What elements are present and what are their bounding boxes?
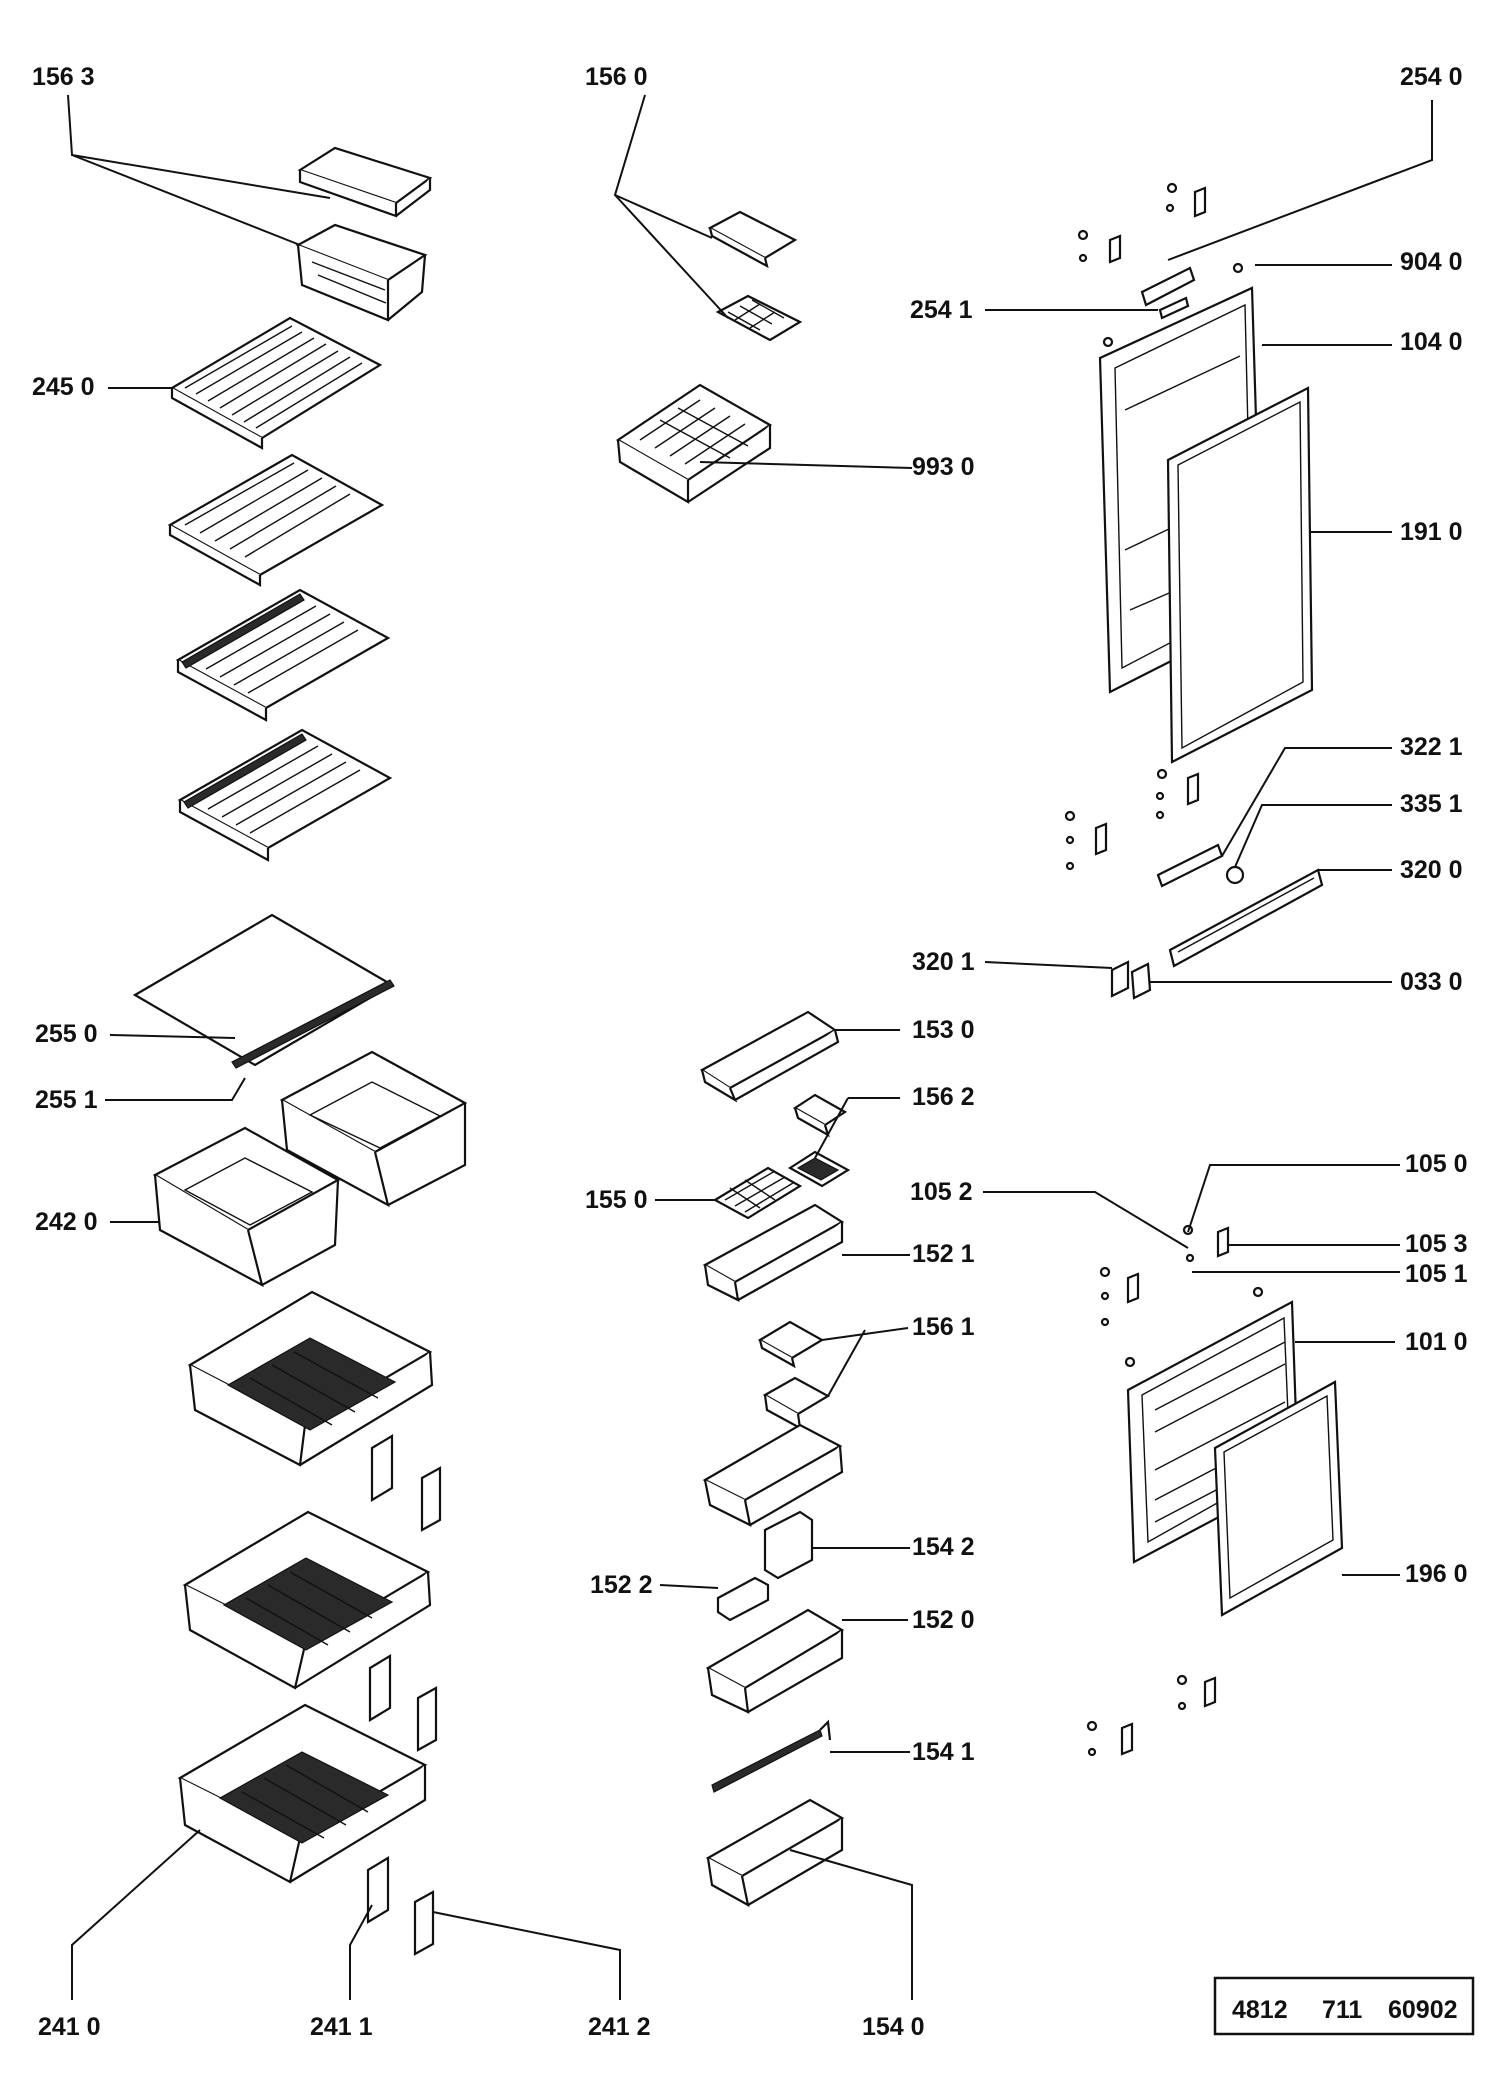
part-labels: 156 3 156 0 254 0 904 0 254 1 104 0 245 … <box>32 63 1468 2041</box>
part-242-0-crisper-bins <box>152 1050 468 1288</box>
part-number-suffix: 60902 <box>1388 1996 1458 2024</box>
label-241-0: 241 0 <box>38 2013 101 2041</box>
door-bins-column <box>702 1423 845 1908</box>
label-105-0: 105 0 <box>1405 1150 1468 1178</box>
label-242-0: 242 0 <box>35 1208 98 1236</box>
middle-hinge-assembly <box>1110 843 1324 1000</box>
part-153-0-door-shelf <box>699 1010 840 1103</box>
part-191-0-upper-door-gasket <box>1166 386 1314 764</box>
label-033-0: 033 0 <box>1400 968 1463 996</box>
label-191-0: 191 0 <box>1400 518 1463 546</box>
label-335-1: 335 1 <box>1400 790 1463 818</box>
part-number-box: 4812 711 60902 <box>1213 1976 1475 2036</box>
label-254-0: 254 0 <box>1400 63 1463 91</box>
part-156-0-egg-tray <box>707 210 803 342</box>
part-152-1-door-bin <box>702 1203 845 1302</box>
label-245-0: 245 0 <box>32 373 95 401</box>
part-156-1-cheese-box <box>757 1320 831 1431</box>
freezer-drawer-3 <box>177 1703 428 1884</box>
label-101-0: 101 0 <box>1405 1328 1468 1356</box>
label-152-0: 152 0 <box>912 1606 975 1634</box>
label-320-0: 320 0 <box>1400 856 1463 884</box>
part-156-2-butter-box <box>787 1093 851 1188</box>
lower-hinge-screws <box>1086 1224 1230 1757</box>
part-number-prefix: 4812 <box>1232 1996 1288 2024</box>
part-155-0-egg-rack <box>712 1166 803 1220</box>
part-number-middle: 711 <box>1322 1996 1362 2024</box>
label-155-0: 155 0 <box>585 1186 648 1214</box>
label-105-3: 105 3 <box>1405 1230 1468 1258</box>
freezer-drawer-2 <box>182 1510 432 1690</box>
part-241-0-freezer-drawers <box>177 1290 434 1884</box>
label-153-0: 153 0 <box>912 1016 975 1044</box>
label-152-2: 152 2 <box>590 1571 653 1599</box>
label-241-1: 241 1 <box>310 2013 373 2041</box>
label-154-0: 154 0 <box>862 2013 925 2041</box>
hinge-screws <box>1064 182 1207 871</box>
part-245-0-glass-shelves <box>167 316 393 862</box>
crisper-bin-left <box>152 1126 341 1288</box>
leader-lines <box>67 94 1433 2000</box>
label-255-1: 255 1 <box>35 1086 98 1114</box>
drawer-flaps <box>366 1434 442 1956</box>
freezer-drawer-1 <box>187 1290 434 1467</box>
label-254-1: 254 1 <box>910 296 973 324</box>
right-column-parts <box>1064 182 1344 1757</box>
label-152-1: 152 1 <box>912 1240 975 1268</box>
crisper-bin-right <box>279 1050 468 1208</box>
shelf-3 <box>175 588 391 722</box>
middle-column-parts <box>615 210 851 1908</box>
label-993-0: 993 0 <box>912 453 975 481</box>
part-156-3-dairy-box <box>295 146 433 322</box>
label-154-2: 154 2 <box>912 1533 975 1561</box>
left-column-parts <box>132 146 468 1956</box>
label-241-2: 241 2 <box>588 2013 651 2041</box>
label-105-1: 105 1 <box>1405 1260 1468 1288</box>
label-156-2: 156 2 <box>912 1083 975 1111</box>
label-156-0: 156 0 <box>585 63 648 91</box>
label-156-1: 156 1 <box>912 1313 975 1341</box>
label-255-0: 255 0 <box>35 1020 98 1048</box>
label-105-2: 105 2 <box>910 1178 973 1206</box>
label-154-1: 154 1 <box>912 1738 975 1766</box>
shelf-4 <box>177 728 393 862</box>
shelf-1 <box>169 316 383 450</box>
label-104-0: 104 0 <box>1400 328 1463 356</box>
part-255-cover-glass <box>132 913 395 1069</box>
shelf-2 <box>167 453 385 587</box>
label-322-1: 322 1 <box>1400 733 1463 761</box>
label-904-0: 904 0 <box>1400 248 1463 276</box>
part-196-0-lower-door-gasket <box>1213 1380 1344 1617</box>
label-196-0: 196 0 <box>1405 1560 1468 1588</box>
label-156-3: 156 3 <box>32 63 95 91</box>
label-320-1: 320 1 <box>912 948 975 976</box>
part-993-0-ice-tray <box>615 383 773 504</box>
